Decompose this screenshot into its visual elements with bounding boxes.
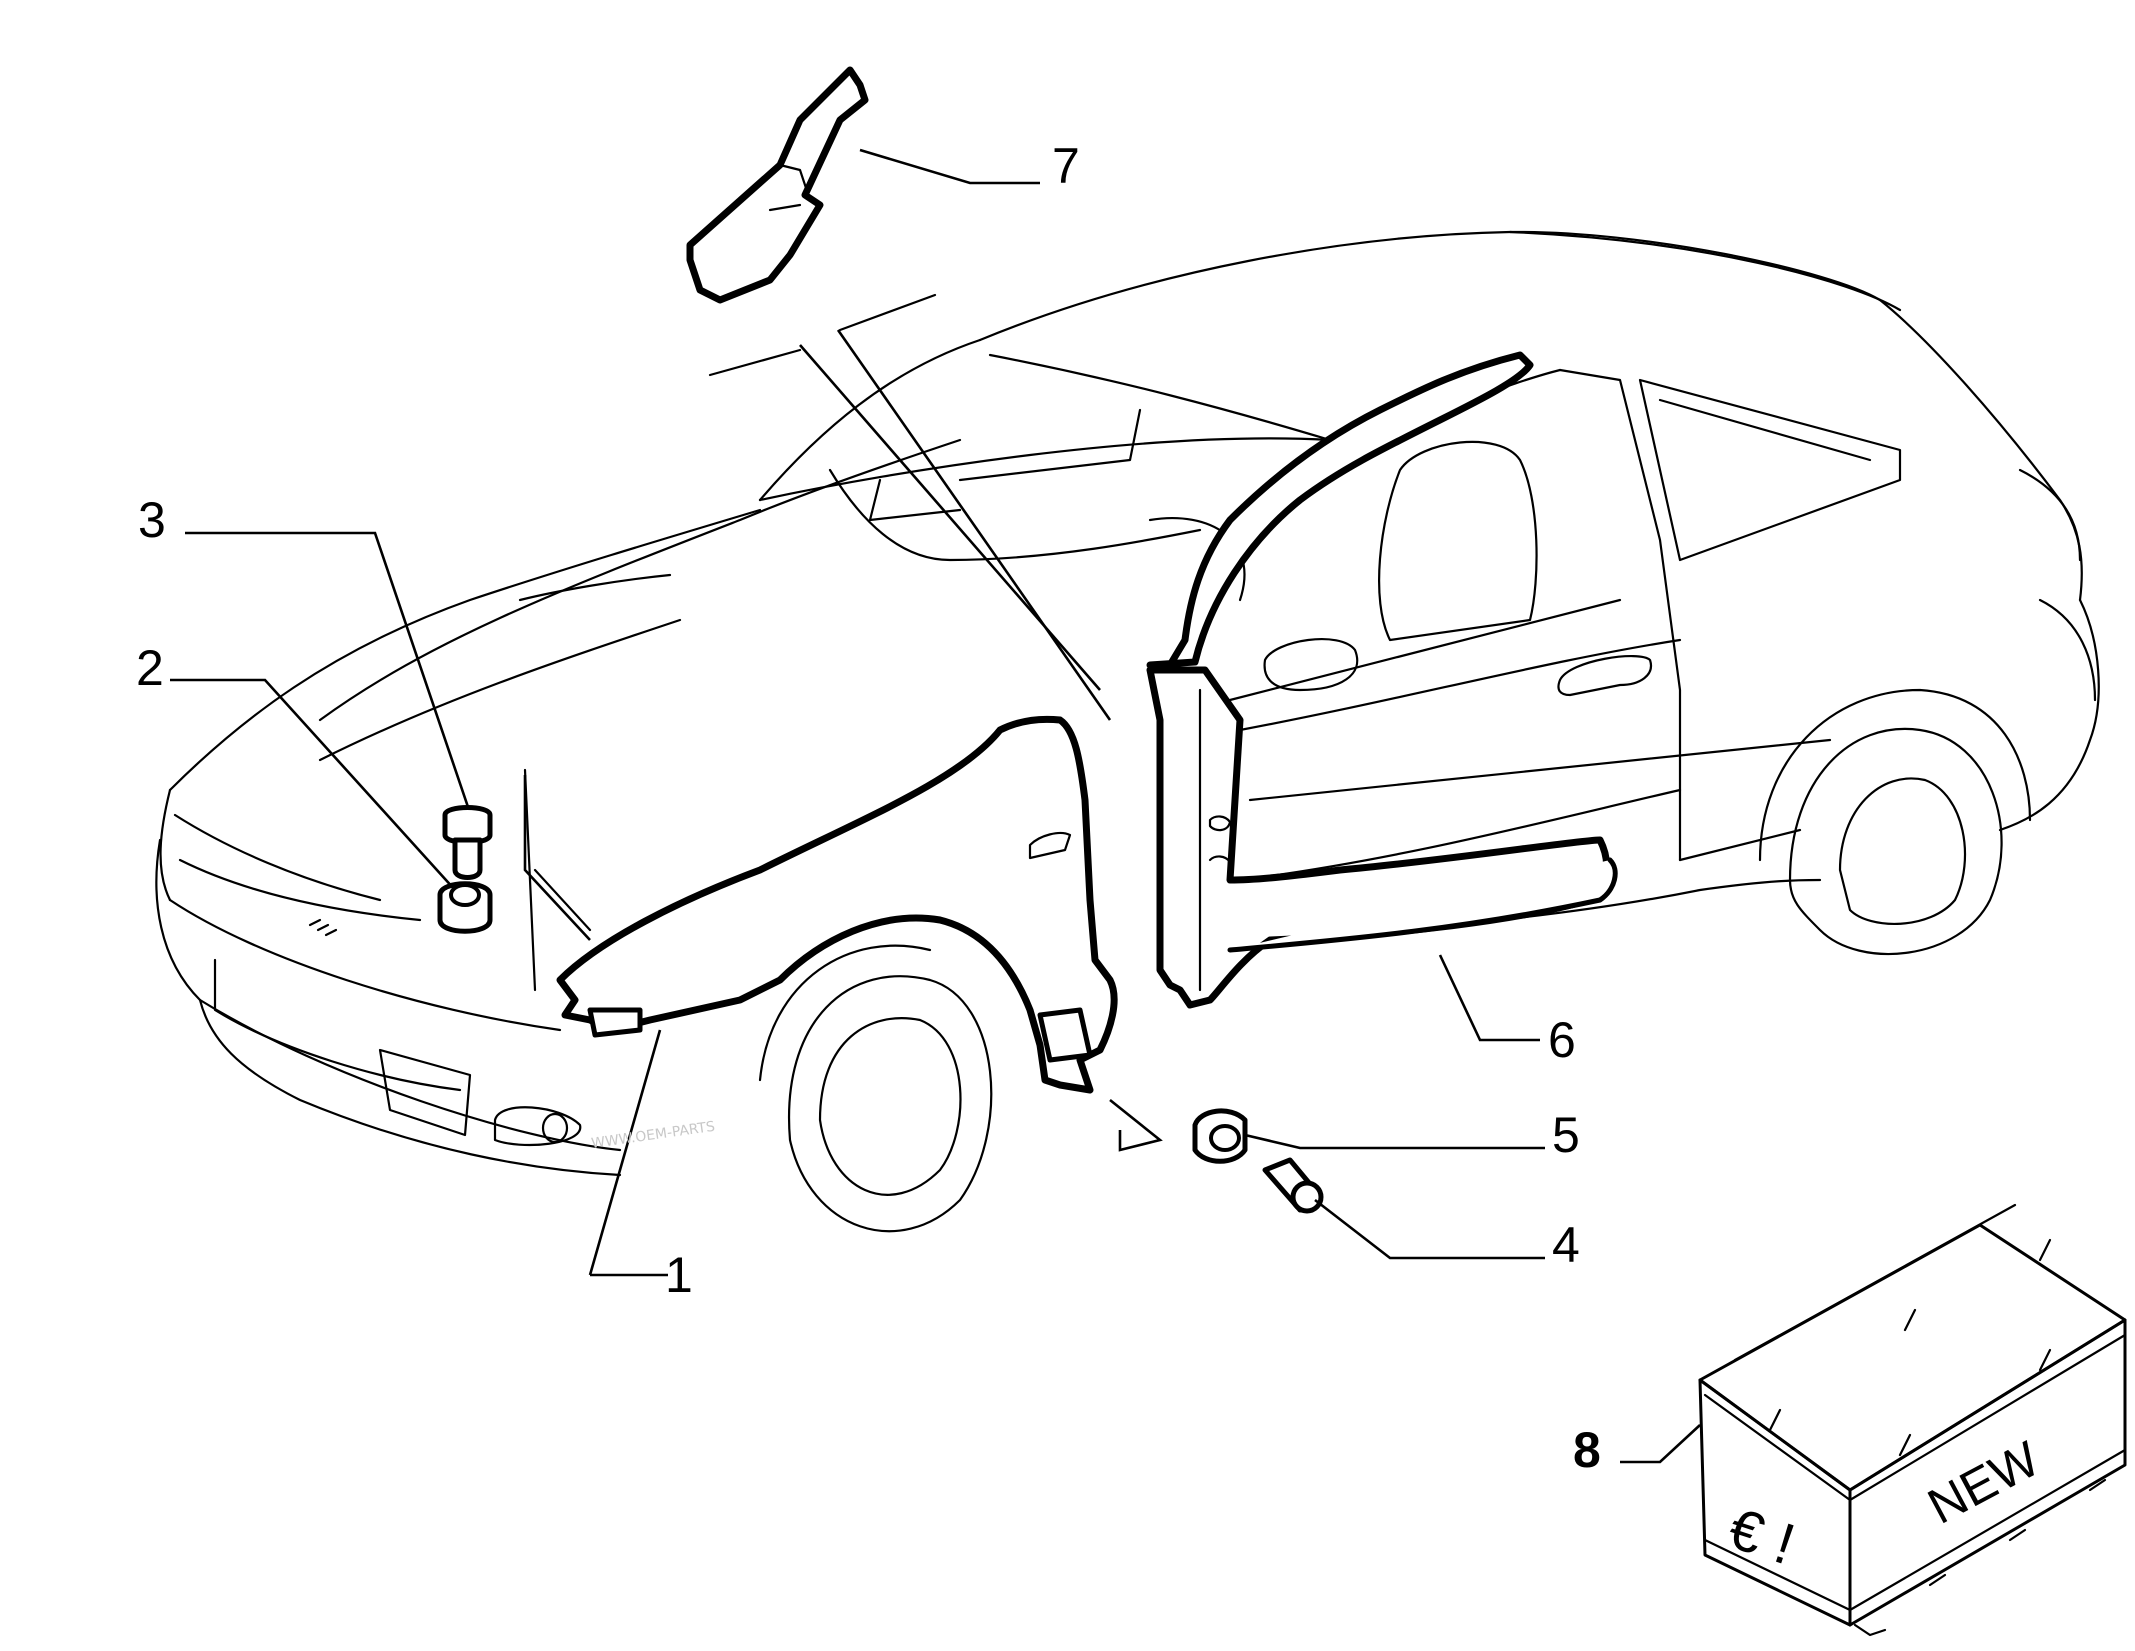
callout-3: 3 xyxy=(138,492,166,548)
callout-8: 8 xyxy=(1573,1422,1601,1478)
part-bracket xyxy=(686,66,869,304)
part-bolt xyxy=(1262,1157,1324,1214)
part-fender xyxy=(556,715,1118,1094)
callout-6: 6 xyxy=(1548,1012,1576,1068)
part-push-clip xyxy=(1192,1108,1248,1164)
leader-lines xyxy=(170,148,1701,1464)
part-screw xyxy=(442,805,493,880)
callout-2: 2 xyxy=(136,640,164,696)
crate-euro-label: € ! xyxy=(1721,1496,1802,1578)
part-clip-nut xyxy=(437,881,493,934)
crate-new-part: NEW € ! xyxy=(1698,1203,2127,1637)
callout-4: 4 xyxy=(1552,1217,1580,1273)
car-body-outline xyxy=(155,230,2100,1233)
callout-7: 7 xyxy=(1052,138,1080,194)
callout-5: 5 xyxy=(1552,1107,1580,1163)
watermark: WWW.OEM-PARTS xyxy=(590,1119,716,1152)
callout-1: 1 xyxy=(665,1247,693,1303)
part-pillar-and-sill xyxy=(1146,351,1618,1009)
